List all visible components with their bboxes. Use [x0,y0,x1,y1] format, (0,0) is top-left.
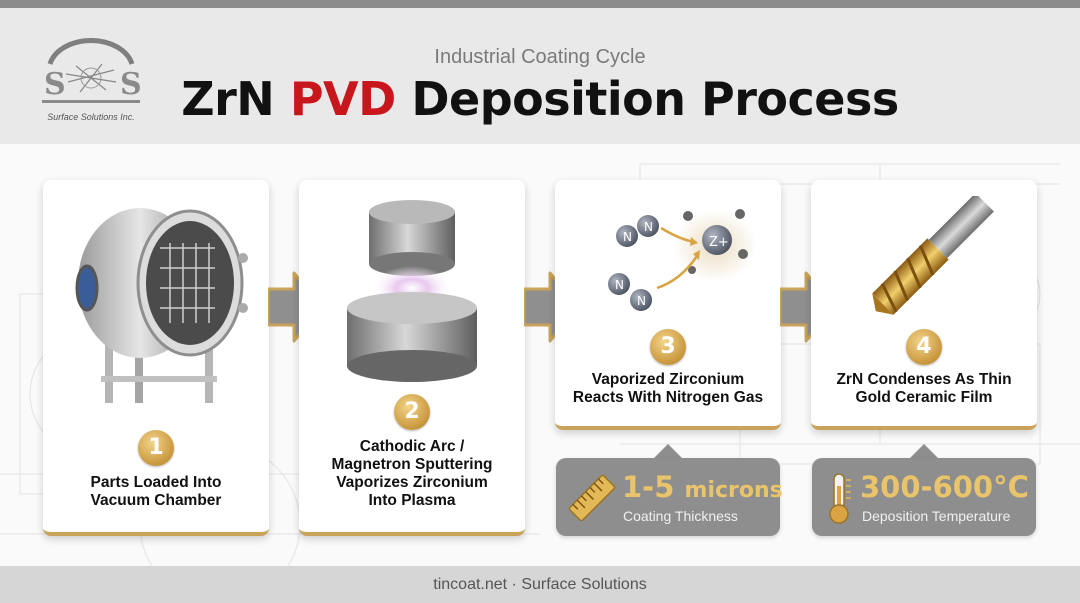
step-number-badge: 1 [138,430,174,466]
coating-thickness-value: 1-5 microns [622,470,783,504]
step-card-4: 4 ZrN Condenses As Thin Gold Ceramic Fil… [811,180,1037,430]
company-logo: S S Surface Solutions Inc. [36,34,146,130]
title-part-zrn: ZrN [181,72,275,126]
svg-text:S: S [44,67,66,102]
atom-n-label: N [623,230,632,244]
thermometer-icon [829,473,851,524]
nitrogen-reaction-icon: Z+ N N N N [608,209,755,311]
step-2-line-3: Vaporizes Zirconium [336,474,488,491]
coating-thickness-stat: 1-5 microns Coating Thickness [556,458,783,536]
page-subtitle: Industrial Coating Cycle [434,46,646,68]
step-2-line-2: Magnetron Sputtering [331,456,493,473]
top-bar [0,0,1080,8]
step-2-label: Cathodic Arc / Magnetron Sputtering Vapo… [299,438,525,510]
step-4-label: ZrN Condenses As Thin Gold Ceramic Film [811,371,1037,407]
thickness-unit: microns [684,478,783,503]
svg-text:S: S [120,67,142,102]
atom-n-label: N [637,294,646,308]
deposition-temperature-caption: Deposition Temperature [862,508,1011,524]
zirconium-target-icon [347,200,477,382]
coated-end-mill-icon [872,196,994,315]
step-card-3: Z+ N N N N 3 Vaporized Zirconium Reacts … [555,180,781,430]
deposition-temperature-stat: 300-600°C Deposition Temperature [812,458,1036,536]
callout-notch [910,444,938,458]
header: S S Surface Solutions Inc. Industrial Co… [0,8,1080,144]
step-4-line-1: ZrN Condenses As Thin [836,371,1012,388]
page-title: ZrN PVD Deposition Process [0,72,1080,126]
thickness-range: 1-5 [622,470,675,504]
atom-n-label: N [615,278,624,292]
step-1-label: Parts Loaded Into Vacuum Chamber [43,474,269,510]
footer: tincoat.net · Surface Solutions [0,566,1080,603]
title-accent-pvd: PVD [289,72,397,126]
step-card-1: 1 Parts Loaded Into Vacuum Chamber [43,180,269,536]
title-part-process: Deposition Process [411,72,899,126]
logo-mark: S S [42,38,142,103]
ruler-icon [568,474,616,522]
vacuum-chamber-icon [75,208,248,403]
step-1-line-2: Vacuum Chamber [90,492,222,509]
step-4-line-2: Gold Ceramic Film [855,389,993,406]
step-2-line-1: Cathodic Arc / [359,438,465,455]
step-number-badge: 3 [650,329,686,365]
step-number-badge: 2 [394,394,430,430]
ion-label: Z+ [709,235,729,250]
step-3-line-1: Vaporized Zirconium [591,371,745,388]
coating-thickness-caption: Coating Thickness [623,508,738,524]
step-1-line-1: Parts Loaded Into [90,474,222,491]
logo-caption: Surface Solutions Inc. [47,112,135,122]
callout-notch [654,444,682,458]
atom-n-label: N [644,220,653,234]
process-area: 1 Parts Loaded Into Vacuum Chamber [0,144,1080,566]
step-card-2: 2 Cathodic Arc / Magnetron Sputtering Va… [299,180,525,536]
step-3-label: Vaporized Zirconium Reacts With Nitrogen… [555,371,781,407]
deposition-temperature-value: 300-600°C [860,470,1029,504]
step-2-line-4: Into Plasma [368,492,456,509]
step-3-line-2: Reacts With Nitrogen Gas [572,389,764,406]
step-number-badge: 4 [906,329,942,365]
